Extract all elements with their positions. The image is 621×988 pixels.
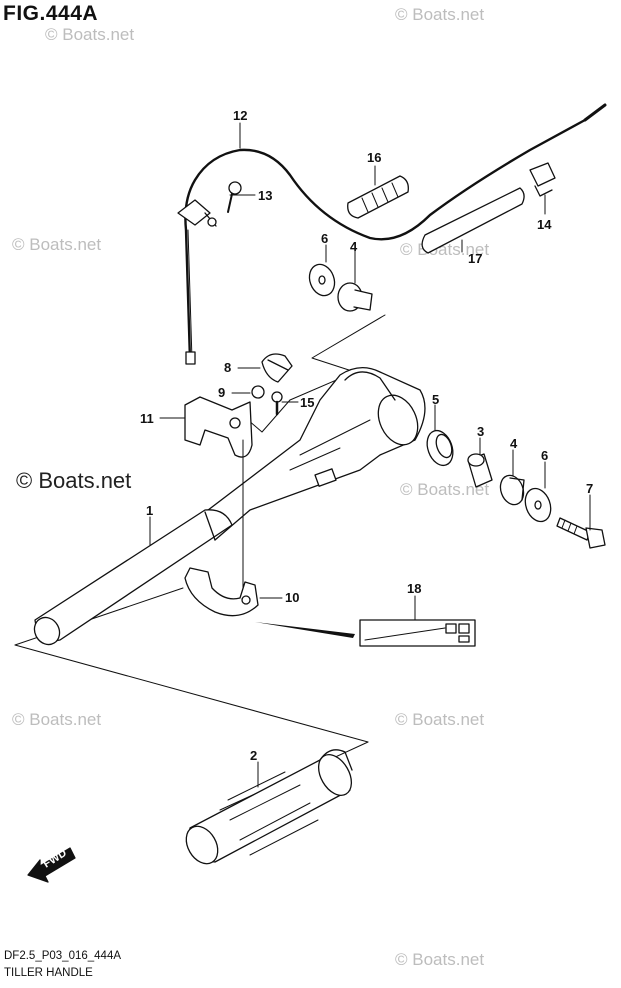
callout-15: 15 bbox=[300, 395, 314, 410]
clamp-part-11 bbox=[185, 397, 252, 457]
sleeve-part-16 bbox=[348, 176, 409, 218]
collar-part-3 bbox=[468, 454, 492, 487]
watermark-main: © Boats.net bbox=[16, 468, 131, 493]
callout-14: 14 bbox=[537, 217, 552, 232]
figure-title: FIG.444A bbox=[3, 2, 99, 25]
callout-7: 7 bbox=[586, 481, 593, 496]
callout-16: 16 bbox=[367, 150, 381, 165]
fwd-arrow: FWD bbox=[28, 847, 75, 882]
clamp-part-10 bbox=[185, 440, 258, 616]
knob-part-8 bbox=[262, 354, 292, 382]
washer-part-6-lower bbox=[521, 485, 555, 525]
callout-4-lower: 4 bbox=[510, 436, 518, 451]
tube-part-17 bbox=[422, 188, 524, 253]
watermark-lower-left: © Boats.net bbox=[12, 710, 101, 729]
watermark-mid-left: © Boats.net bbox=[12, 235, 101, 254]
callout-2: 2 bbox=[250, 748, 257, 763]
callout-1: 1 bbox=[146, 503, 153, 518]
callout-9: 9 bbox=[218, 385, 225, 400]
bushing-part-5 bbox=[423, 427, 458, 469]
callout-10: 10 bbox=[285, 590, 299, 605]
callout-5: 5 bbox=[432, 392, 439, 407]
watermark-top-left: © Boats.net bbox=[45, 25, 134, 44]
footer-name: TILLER HANDLE bbox=[4, 967, 93, 979]
watermark-bottom-right: © Boats.net bbox=[395, 950, 484, 969]
callout-11: 11 bbox=[140, 411, 154, 426]
grip-part-2 bbox=[180, 749, 358, 869]
callout-labels: 1 2 3 4 4 5 6 6 7 8 9 10 11 12 13 14 15 … bbox=[140, 108, 593, 763]
bolt-part-7 bbox=[557, 518, 605, 548]
nut-part-9 bbox=[252, 386, 264, 398]
washer-part-4-lower bbox=[497, 472, 528, 508]
collar-part-4-upper bbox=[338, 283, 372, 311]
watermark-lower-right: © Boats.net bbox=[395, 710, 484, 729]
callout-3: 3 bbox=[477, 424, 484, 439]
screw-part-13 bbox=[228, 182, 241, 212]
clip-part-14 bbox=[530, 163, 555, 196]
callout-6-upper: 6 bbox=[321, 231, 328, 246]
watermark-top-right: © Boats.net bbox=[395, 5, 484, 24]
callout-18: 18 bbox=[407, 581, 421, 596]
label-part-18 bbox=[255, 620, 475, 646]
tiller-arm-body bbox=[195, 368, 425, 540]
faint-watermarks: © Boats.net © Boats.net © Boats.net © Bo… bbox=[12, 5, 489, 969]
callout-12: 12 bbox=[233, 108, 247, 123]
cable-part-12 bbox=[178, 105, 605, 364]
screw-part-15 bbox=[272, 392, 282, 414]
watermark-right: © Boats.net bbox=[400, 480, 489, 499]
tiller-tube-part-1 bbox=[30, 510, 232, 649]
callout-8: 8 bbox=[224, 360, 231, 375]
callout-17: 17 bbox=[468, 251, 482, 266]
leader-lines bbox=[150, 123, 590, 787]
callout-13: 13 bbox=[258, 188, 272, 203]
footer-code: DF2.5_P03_016_444A bbox=[4, 950, 122, 962]
washer-part-6-upper bbox=[305, 261, 338, 299]
callout-4-upper: 4 bbox=[350, 239, 358, 254]
callout-6-lower: 6 bbox=[541, 448, 548, 463]
